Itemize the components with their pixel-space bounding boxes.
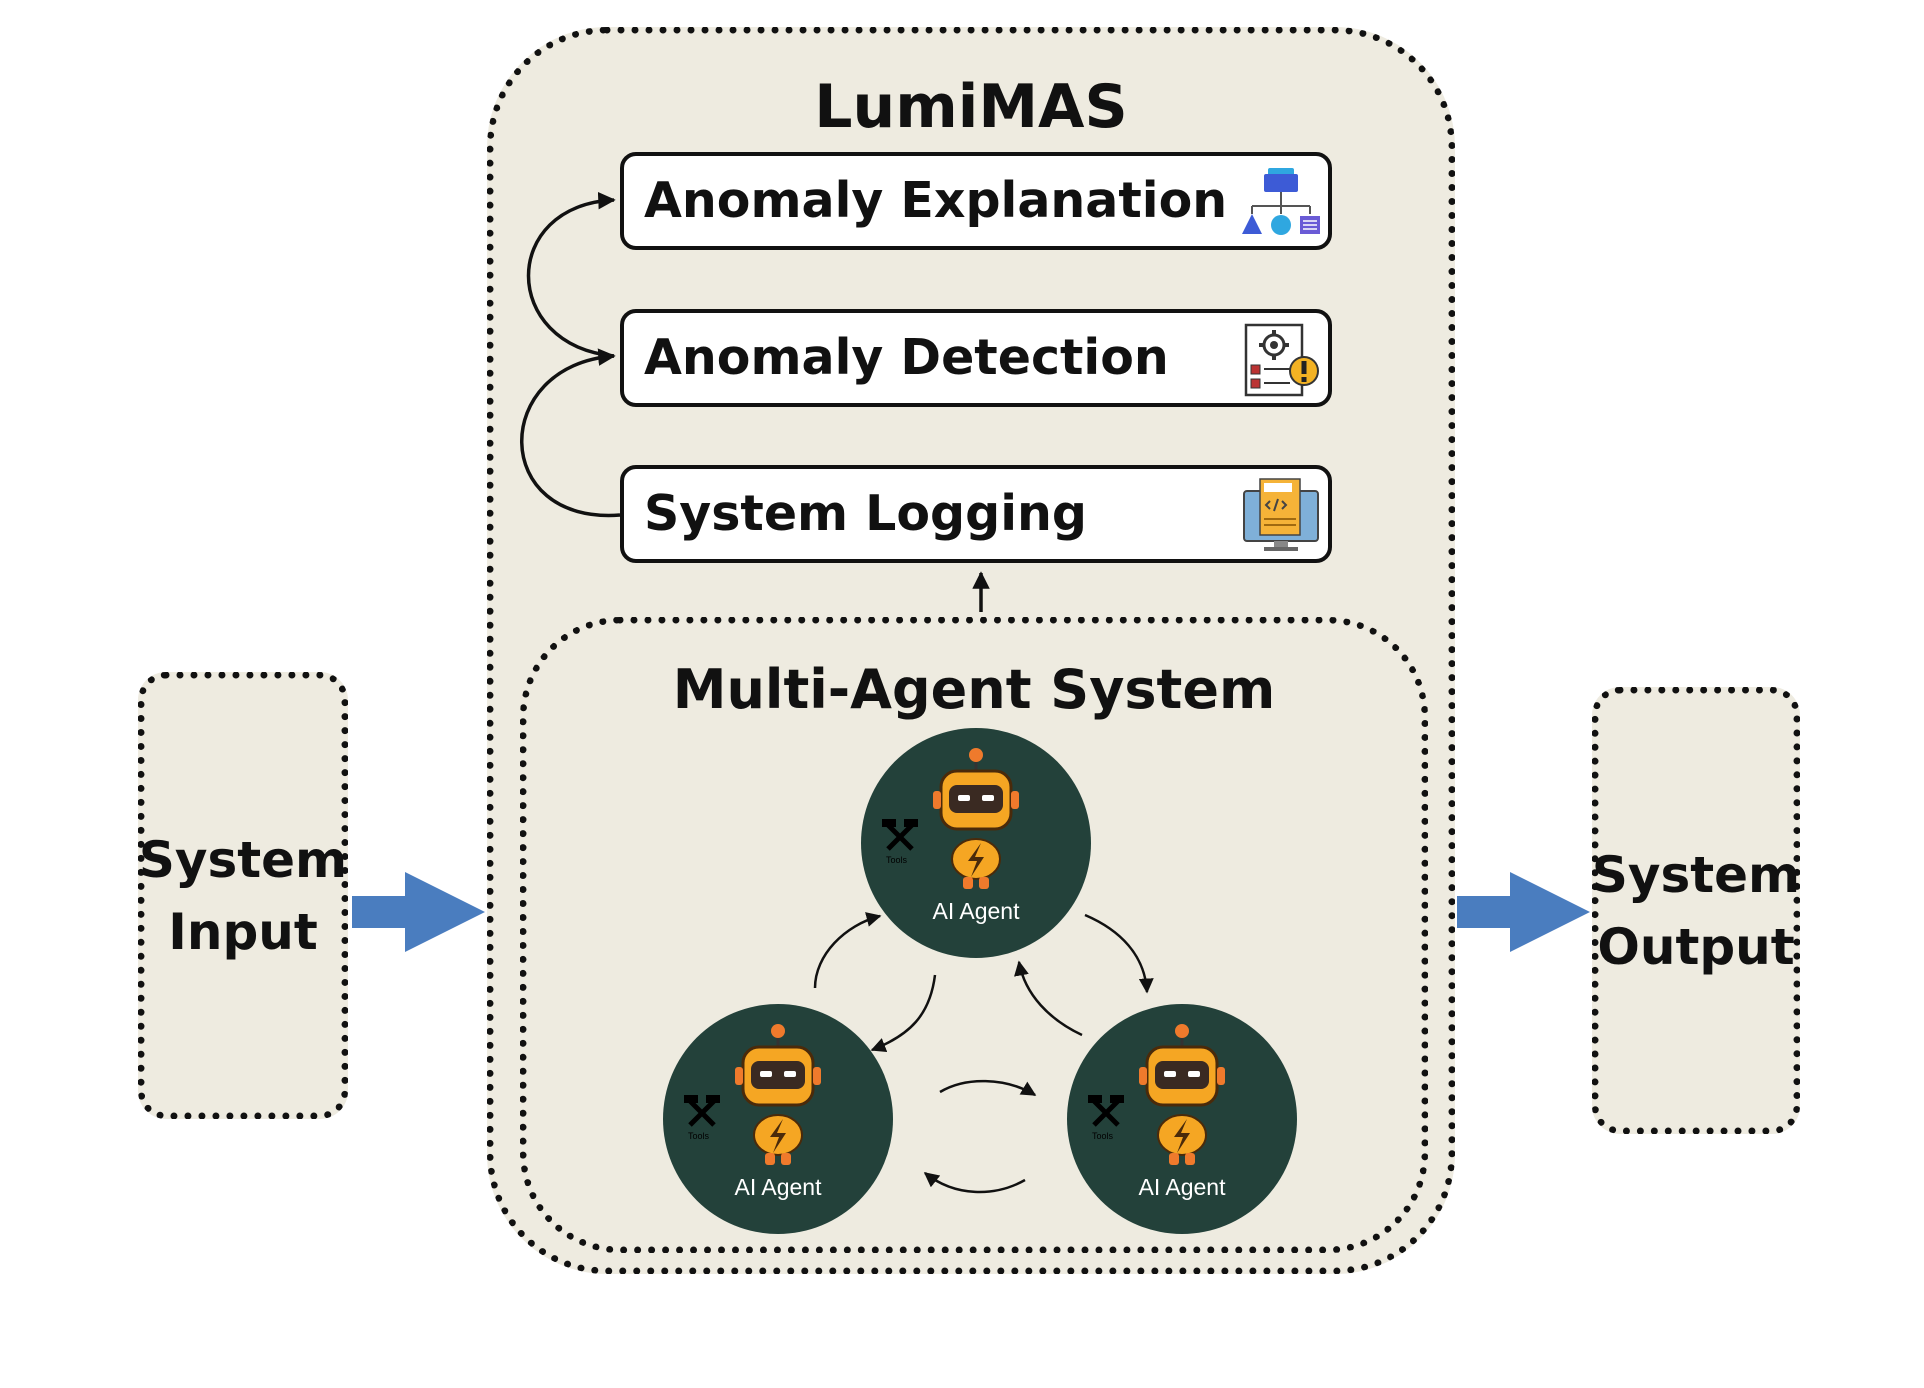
system-logging-box: System Logging: [620, 465, 1332, 563]
anomaly-explanation-box: Anomaly Explanation: [620, 152, 1332, 250]
gear-warning-document-icon: [1244, 323, 1319, 397]
agent-right-to-top-arrow: [1014, 960, 1083, 1037]
agent-right-label: AI Agent: [1139, 1174, 1227, 1200]
agent-left-tools-label: Tools: [688, 1131, 710, 1141]
agent-left-to-right-arrow: [939, 1079, 1037, 1097]
system-input-box: System Input: [138, 672, 348, 1119]
agent-left-to-top-arrow: [813, 912, 882, 989]
agent-top-to-right-arrow: [1084, 913, 1154, 994]
tools-icon: [684, 1095, 720, 1127]
tools-icon: [1088, 1095, 1124, 1127]
system-input-label: System Input: [138, 830, 348, 961]
agent-top-label: AI Agent: [933, 898, 1021, 924]
ai-agent-right: Tools AI Agent: [1067, 1004, 1297, 1234]
anomaly-explanation-label: Anomaly Explanation: [644, 172, 1228, 229]
system-output-box: System Output: [1592, 687, 1800, 1134]
agent-right-to-left-arrow: [923, 1172, 1026, 1194]
system-output-label: System Output: [1591, 845, 1801, 976]
robot-icon: [735, 1024, 821, 1165]
robot-icon: [933, 748, 1019, 889]
output-flow-arrow: [1457, 872, 1590, 952]
agent-right-tools-label: Tools: [1092, 1131, 1114, 1141]
anomaly-detection-label: Anomaly Detection: [644, 329, 1169, 386]
hierarchy-shapes-icon: [1242, 168, 1320, 235]
robot-icon: [1139, 1024, 1225, 1165]
ai-agent-top: Tools AI Agent: [861, 728, 1091, 958]
agent-top-to-left-arrow: [870, 974, 937, 1053]
anomaly-detection-box: Anomaly Detection: [620, 309, 1332, 407]
tools-icon: [882, 819, 918, 851]
multi-agent-system-title: Multi-Agent System: [672, 658, 1276, 721]
input-flow-arrow: [352, 872, 485, 952]
ai-agent-left: Tools AI Agent: [663, 1004, 893, 1234]
logs-monitor-icon: [1243, 478, 1319, 551]
system-logging-label: System Logging: [644, 485, 1087, 542]
agent-top-tools-label: Tools: [886, 855, 908, 865]
logging-to-detection-arrow: [520, 348, 621, 518]
detection-to-explanation-arrow: [526, 191, 616, 358]
agent-left-label: AI Agent: [735, 1174, 823, 1200]
lumimas-title: LumiMAS: [814, 72, 1128, 142]
